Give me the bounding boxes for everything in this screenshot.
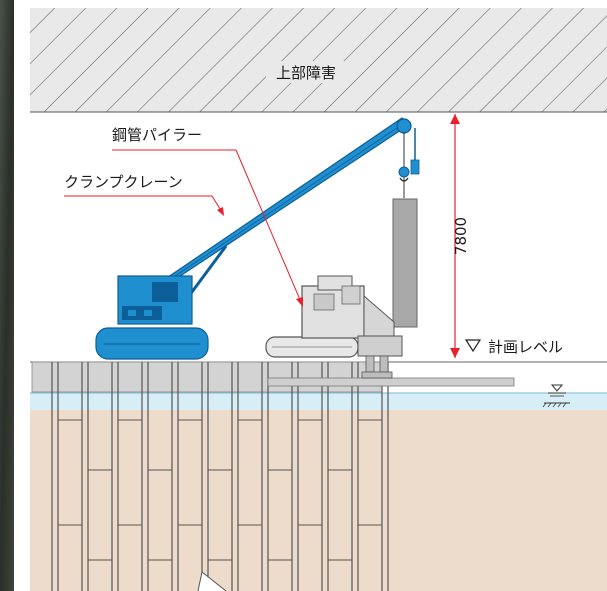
clearance-value: 7800	[452, 217, 470, 255]
piler-leader-line	[112, 149, 303, 307]
photo-strip	[0, 0, 14, 591]
water-level-icon	[542, 384, 570, 408]
pile-wall-below-ground	[51, 362, 389, 591]
upper-obstacle-zone	[30, 8, 607, 112]
suspended-steel-pipe	[392, 198, 418, 328]
crane-leader-line	[64, 195, 224, 216]
design-level-label: 計画レベル	[488, 338, 563, 356]
steel-pipe-piler	[265, 275, 403, 379]
page-gutter	[14, 0, 30, 591]
wall-panels	[31, 361, 383, 393]
design-level-marker	[464, 339, 482, 353]
platform-beam	[267, 377, 515, 387]
obstacle-label: 上部障害	[276, 64, 336, 82]
crawler-crane	[95, 117, 420, 360]
direction-arrow-mark	[197, 571, 227, 591]
clearance-dimension	[450, 114, 460, 358]
ground-layer	[30, 410, 607, 591]
groundwater-layer	[30, 393, 607, 410]
crane-label: クランプクレーン	[64, 173, 183, 191]
piler-label: 鋼管パイラー	[112, 126, 202, 144]
pile-joints	[58, 419, 382, 561]
obstacle-label-bg	[266, 61, 346, 83]
